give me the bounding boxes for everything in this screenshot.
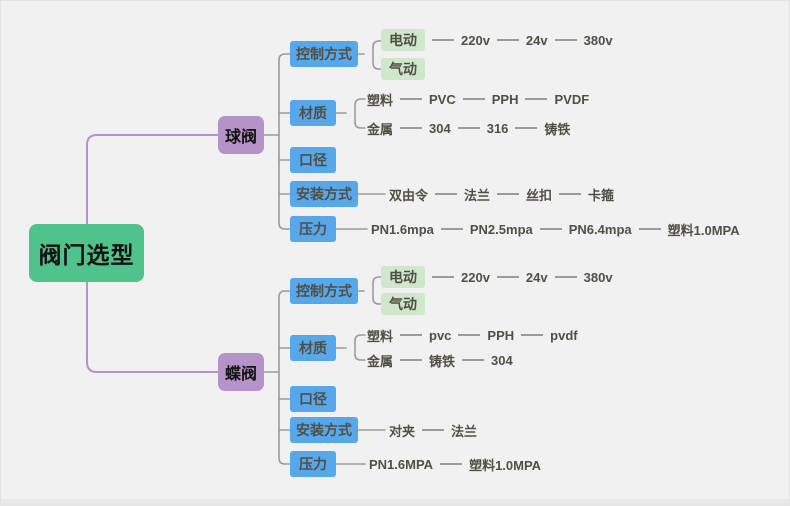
ball-pressure-pn25[interactable]: PN2.5mpa xyxy=(469,221,533,237)
ball-pneumatic-row: 气动 xyxy=(381,58,425,80)
connector-dash xyxy=(458,334,481,336)
butterfly-metal-label[interactable]: 金属 xyxy=(367,353,394,369)
connector-dash xyxy=(496,39,519,41)
ball-pressure-pn16[interactable]: PN1.6mpa xyxy=(371,221,434,237)
connector-dash xyxy=(462,98,485,100)
connector-dash xyxy=(462,359,485,361)
ball-category-install[interactable]: 安装方式 xyxy=(290,181,358,207)
connector-dash xyxy=(400,98,423,100)
butterfly-metal-row: 金属 铸铁 304 xyxy=(367,350,513,370)
connector-dash xyxy=(559,193,582,195)
connector-dash xyxy=(400,127,423,129)
connector-dash xyxy=(457,127,480,129)
connector-dash xyxy=(432,276,454,278)
butterfly-plastic-pph[interactable]: PPH xyxy=(487,327,515,343)
ball-category-diameter[interactable]: 口径 xyxy=(290,147,336,173)
root-topic-valve-selection[interactable]: 阀门选型 xyxy=(29,224,144,282)
ball-category-material[interactable]: 材质 xyxy=(290,100,336,126)
ball-pneumatic-node[interactable]: 气动 xyxy=(381,58,425,80)
ball-metal-cast-iron[interactable]: 铸铁 xyxy=(544,121,571,137)
connector-dash xyxy=(554,39,577,41)
connector-dash xyxy=(496,276,519,278)
ball-plastic-pph[interactable]: PPH xyxy=(491,91,519,107)
connector-dash xyxy=(515,127,538,129)
ball-metal-304[interactable]: 304 xyxy=(429,120,451,136)
ball-install-clamp[interactable]: 卡箍 xyxy=(588,187,615,203)
ball-install-row: 双由令 法兰 丝扣 卡箍 xyxy=(389,184,614,204)
ball-category-control[interactable]: 控制方式 xyxy=(290,41,358,67)
connector-dash xyxy=(440,463,463,465)
connector-dash xyxy=(432,39,454,41)
ball-plastic-label[interactable]: 塑料 xyxy=(367,92,394,108)
ball-electric-row: 电动 220v 24v 380v xyxy=(381,29,613,51)
butterfly-install-row: 对夹 法兰 xyxy=(389,420,477,440)
connector-dash xyxy=(521,334,544,336)
butterfly-metal-304[interactable]: 304 xyxy=(491,352,513,368)
butterfly-voltage-220v[interactable]: 220v xyxy=(461,269,490,285)
butterfly-plastic-pvc[interactable]: pvc xyxy=(429,327,452,343)
ball-install-thread[interactable]: 丝扣 xyxy=(526,187,553,203)
connector-dash xyxy=(497,193,520,195)
ball-pressure-row: PN1.6mpa PN2.5mpa PN6.4mpa 塑料1.0MPA xyxy=(371,219,740,239)
connector-dash xyxy=(400,334,423,336)
connector-dash xyxy=(422,429,445,431)
connector-dash xyxy=(440,228,463,230)
connector-dash xyxy=(435,193,458,195)
butterfly-plastic-row: 塑料 pvc PPH pvdf xyxy=(367,325,578,345)
ball-pressure-pn64[interactable]: PN6.4mpa xyxy=(568,221,632,237)
butterfly-category-control[interactable]: 控制方式 xyxy=(290,278,358,304)
butterfly-metal-cast-iron[interactable]: 铸铁 xyxy=(429,353,456,369)
root-to-butterfly-connector xyxy=(86,281,219,373)
butterfly-voltage-380v[interactable]: 380v xyxy=(583,269,613,285)
connector-dash xyxy=(554,276,577,278)
butterfly-category-install[interactable]: 安装方式 xyxy=(290,417,358,443)
butterfly-pneumatic-node[interactable]: 气动 xyxy=(381,293,425,315)
branch-butterfly-valve[interactable]: 蝶阀 xyxy=(218,353,264,391)
butterfly-install-wafer[interactable]: 对夹 xyxy=(389,423,416,439)
butterfly-electric-node[interactable]: 电动 xyxy=(381,266,425,288)
root-to-ball-connector xyxy=(86,134,219,225)
butterfly-pressure-pn16[interactable]: PN1.6MPA xyxy=(369,456,434,472)
connector-dash xyxy=(638,228,661,230)
ball-plastic-pvdf[interactable]: PVDF xyxy=(554,91,590,107)
butterfly-pneumatic-row: 气动 xyxy=(381,293,425,315)
ball-voltage-24v[interactable]: 24v xyxy=(525,32,548,48)
ball-electric-node[interactable]: 电动 xyxy=(381,29,425,51)
butterfly-pressure-plastic10[interactable]: 塑料1.0MPA xyxy=(469,457,542,473)
butterfly-install-flange[interactable]: 法兰 xyxy=(451,423,478,439)
ball-plastic-row: 塑料 PVC PPH PVDF xyxy=(367,89,589,109)
butterfly-category-diameter[interactable]: 口径 xyxy=(290,386,336,412)
branch-ball-valve[interactable]: 球阀 xyxy=(218,116,264,154)
connector-dash xyxy=(400,359,423,361)
butterfly-plastic-pvdf[interactable]: pvdf xyxy=(550,327,578,343)
butterfly-plastic-label[interactable]: 塑料 xyxy=(367,328,394,344)
ball-metal-316[interactable]: 316 xyxy=(486,120,509,136)
butterfly-electric-row: 电动 220v 24v 380v xyxy=(381,266,613,288)
ball-voltage-220v[interactable]: 220v xyxy=(461,32,490,48)
ball-metal-row: 金属 304 316 铸铁 xyxy=(367,118,570,138)
butterfly-voltage-24v[interactable]: 24v xyxy=(525,269,548,285)
ball-install-union[interactable]: 双由令 xyxy=(389,187,429,203)
butterfly-category-material[interactable]: 材质 xyxy=(290,335,336,361)
ball-category-pressure[interactable]: 压力 xyxy=(290,216,336,242)
ball-plastic-pvc[interactable]: PVC xyxy=(429,91,456,107)
ball-pressure-plastic10[interactable]: 塑料1.0MPA xyxy=(667,222,740,238)
connector-dash xyxy=(525,98,548,100)
canvas-bottom-edge xyxy=(1,499,789,505)
connector-dash xyxy=(539,228,562,230)
butterfly-category-pressure[interactable]: 压力 xyxy=(290,451,336,477)
ball-metal-label[interactable]: 金属 xyxy=(367,121,394,137)
ball-voltage-380v[interactable]: 380v xyxy=(583,32,613,48)
ball-install-flange[interactable]: 法兰 xyxy=(464,187,491,203)
butterfly-pressure-row: PN1.6MPA 塑料1.0MPA xyxy=(369,454,541,474)
